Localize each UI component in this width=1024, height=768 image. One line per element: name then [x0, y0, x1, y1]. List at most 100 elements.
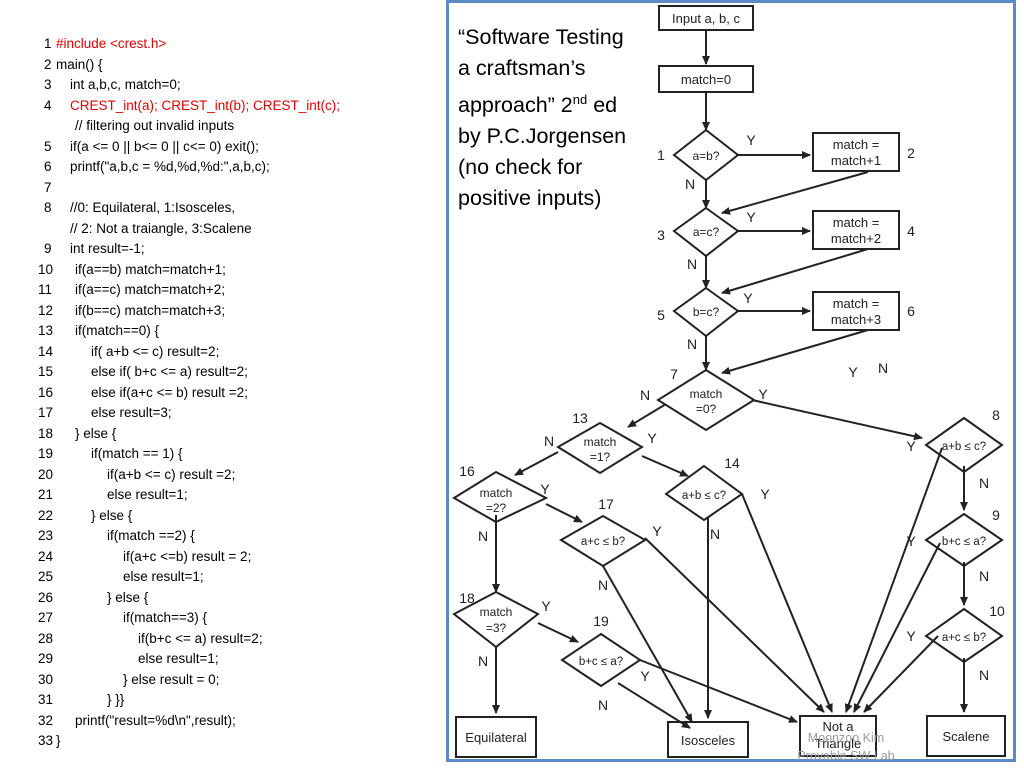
line-number: 17 — [38, 405, 54, 420]
code-text: int a,b,c, match=0; — [70, 75, 181, 95]
node-number-16: 16 — [459, 463, 475, 479]
code-text: if(a <= 0 || b<= 0 || c<= 0) exit(); — [70, 137, 259, 157]
branch-label-y: Y — [760, 486, 770, 502]
node-d5-label: b=c? — [693, 305, 720, 319]
quote-line-3-post: ed — [587, 93, 618, 118]
branch-label-y: Y — [743, 290, 753, 306]
branch-label-y: Y — [758, 386, 768, 402]
quote-line-3-pre: approach” 2 — [458, 93, 573, 118]
code-text: if(a+b <= c) result =2; — [107, 465, 235, 485]
node-d19-label: b+c ≤ a? — [579, 656, 623, 668]
code-token: else result=1; — [107, 487, 188, 502]
code-token: if(a==b) match=match+1; — [75, 261, 226, 277]
code-token: else result=1; — [123, 569, 204, 584]
reference-quote: “Software Testing a craftsman’s approach… — [458, 22, 658, 214]
branch-label-n: N — [685, 176, 695, 192]
branch-label-n: N — [478, 653, 488, 669]
node-number-8: 8 — [992, 407, 1000, 423]
code-text: } else { — [107, 588, 148, 608]
line-number: 32 — [38, 712, 54, 728]
branch-label-n: N — [687, 336, 697, 352]
node-d16-label-2: =2? — [486, 501, 507, 515]
code-token: if(a <= 0 || b<= 0 || c<= 0) exit(); — [70, 138, 259, 154]
code-token: printf("result=%d\n",result); — [75, 712, 236, 728]
node-number-18: 18 — [459, 590, 475, 606]
line-number: 11 — [38, 282, 53, 297]
line-number: 31 — [38, 692, 54, 707]
code-text: } — [56, 731, 61, 751]
node-p6-label-2: match+3 — [831, 312, 881, 327]
code-token: if(b+c <= a) result=2; — [138, 630, 263, 646]
branch-label-y: Y — [906, 533, 916, 549]
code-text: #include <crest.h> — [56, 34, 166, 54]
branch-label-n: N — [979, 568, 989, 584]
branch-label-y: Y — [647, 430, 657, 446]
code-text: if(match==0) { — [75, 321, 159, 341]
node-number-17: 17 — [598, 496, 614, 512]
node-p2-label-2: match+1 — [831, 153, 881, 168]
code-token: } — [56, 733, 61, 748]
node-d8-label: a+b ≤ c? — [942, 441, 986, 453]
quote-line-2: a craftsman’s — [458, 56, 586, 80]
node-number-9: 9 — [992, 507, 1000, 523]
code-text: //0: Equilateral, 1:Isosceles, — [70, 198, 235, 218]
code-text: else result=1; — [107, 485, 188, 505]
code-text: else if(a+c <= b) result =2; — [91, 383, 248, 403]
node-p6-label-1: match = — [833, 296, 880, 311]
node-number-6: 6 — [907, 303, 915, 319]
line-number: 33 — [38, 733, 54, 748]
code-text: } else result = 0; — [123, 670, 219, 690]
watermark-line-2: Provable SW Lab — [797, 749, 895, 763]
code-token: CREST_int(a); CREST_int(b); CREST_int(c)… — [70, 97, 341, 113]
code-text: if(a==b) match=match+1; — [75, 260, 226, 280]
watermark-line-1: Moonzoo Kim — [807, 731, 885, 745]
node-isosceles-label: Isosceles — [681, 733, 736, 748]
node-d13-label-2: =1? — [590, 450, 611, 464]
branch-label-n: N — [640, 387, 650, 403]
code-text: else result=3; — [91, 403, 172, 423]
equilateral-box — [455, 716, 537, 758]
line-number: 29 — [38, 651, 54, 666]
branch-label-y: Y — [848, 364, 858, 380]
init-box — [658, 65, 754, 93]
line-number: 14 — [38, 343, 54, 359]
quote-line-4: by P.C.Jorgensen — [458, 124, 627, 149]
code-token: if(match==0) { — [75, 323, 160, 338]
code-text: main() { — [56, 55, 103, 75]
branch-label-n: N — [979, 667, 989, 683]
code-token: if(a+b <= c) result =2; — [107, 466, 236, 482]
code-token: if(a+c <=b) result = 2; — [123, 548, 252, 564]
line-number: 25 — [38, 569, 54, 584]
code-token: printf("a,b,c = %d,%d,%d:",a,b,c); — [70, 159, 270, 174]
process-box-4 — [812, 210, 900, 250]
code-token: } else { — [75, 425, 117, 441]
code-text: } else { — [91, 506, 132, 526]
line-number: 15 — [38, 364, 54, 379]
line-number: 23 — [38, 528, 54, 543]
flowchart-figure-frame — [446, 0, 1016, 762]
code-token: main() { — [56, 56, 103, 72]
code-text: // 2: Not a traiangle, 3:Scalene — [70, 219, 252, 239]
line-number: 24 — [38, 548, 54, 564]
code-token: else if( b+c <= a) result=2; — [91, 364, 248, 379]
code-token: if(match == 1) { — [91, 446, 183, 461]
line-number: 19 — [38, 446, 54, 461]
code-token: else result=3; — [91, 405, 172, 420]
author-watermark: Moonzoo Kim Provable SW Lab — [786, 729, 906, 765]
code-token: int a,b,c, match=0; — [70, 77, 181, 92]
branch-label-y: Y — [541, 598, 551, 614]
code-text: else if( b+c <= a) result=2; — [91, 362, 248, 382]
node-not-triangle-label-1: Not a — [822, 719, 854, 734]
code-text: if(match == 1) { — [91, 444, 183, 464]
node-number-3: 3 — [657, 227, 665, 243]
line-number: 4 — [44, 97, 52, 113]
code-text: else result=1; — [138, 649, 219, 669]
branch-label-n: N — [979, 475, 989, 491]
branch-label-y: Y — [746, 209, 756, 225]
node-d14-label: a+b ≤ c? — [682, 490, 726, 502]
line-number: 12 — [38, 302, 54, 318]
code-token: #include <crest.h> — [56, 36, 167, 51]
code-text: if(match ==2) { — [107, 526, 195, 546]
line-number: 9 — [44, 241, 52, 256]
line-number: 21 — [38, 487, 54, 502]
